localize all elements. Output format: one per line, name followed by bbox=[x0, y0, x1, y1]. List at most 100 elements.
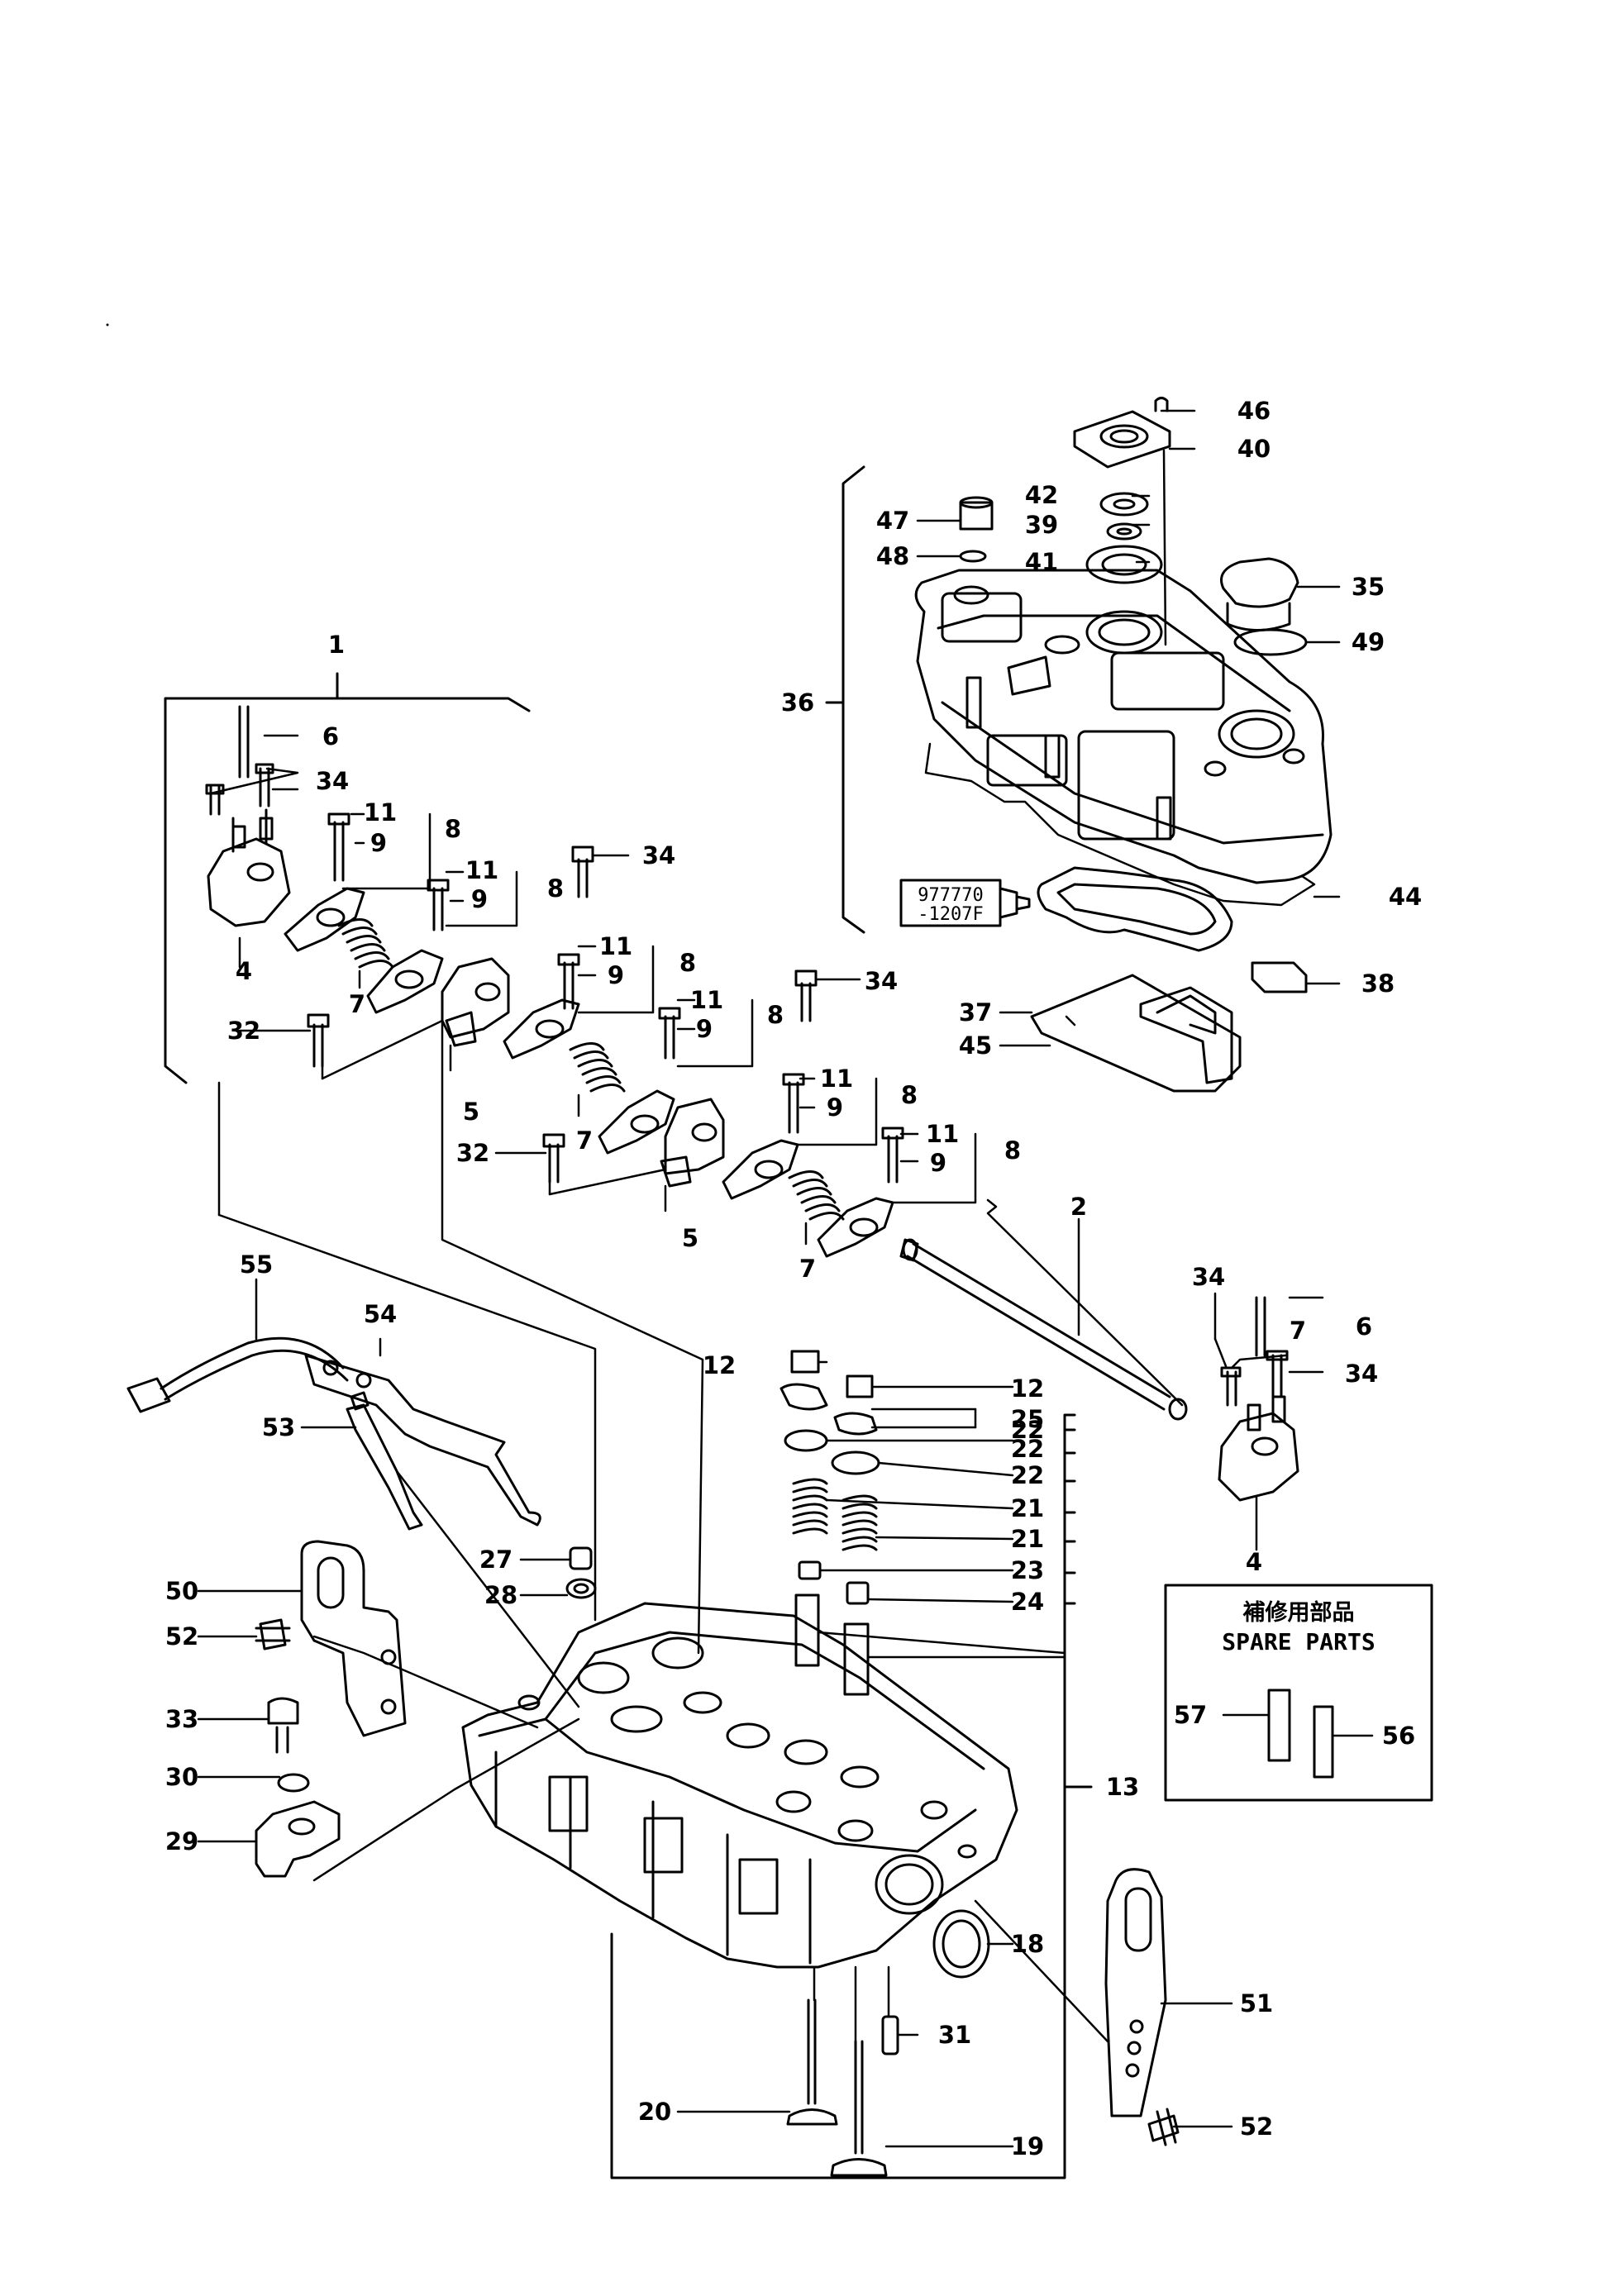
callout-9-a: 9 bbox=[370, 829, 387, 857]
callout-53: 53 bbox=[262, 1413, 295, 1441]
callout-11-e: 11 bbox=[820, 1065, 853, 1093]
support-bolts bbox=[307, 846, 818, 1184]
rocker-supports-5 bbox=[441, 957, 725, 1188]
seal-18 bbox=[932, 1909, 990, 1979]
parts-27-28 bbox=[565, 1546, 597, 1599]
callout-30: 30 bbox=[165, 1763, 198, 1791]
callout-42: 42 bbox=[1025, 481, 1058, 509]
callout-9-b: 9 bbox=[471, 885, 488, 913]
callout-4-right: 4 bbox=[1246, 1548, 1262, 1576]
callout-12-a: 12 bbox=[703, 1351, 736, 1379]
valve-components bbox=[780, 1350, 880, 1696]
callout-9-f: 9 bbox=[930, 1149, 946, 1177]
callout-6-top: 6 bbox=[322, 722, 339, 750]
callout-28: 28 bbox=[484, 1581, 517, 1609]
callout-7-c: 7 bbox=[799, 1255, 816, 1283]
callout-32-b: 32 bbox=[456, 1139, 489, 1167]
part-callouts: 1 2 4 4 5 5 6 6 7 7 7 7 8 8 8 8 8 8 9 9 … bbox=[165, 397, 1422, 2160]
breather-cap-parts bbox=[1073, 397, 1171, 584]
cylinder-head bbox=[461, 1602, 1018, 1969]
rocker-cover-gasket bbox=[924, 742, 1316, 907]
callout-35: 35 bbox=[1352, 573, 1385, 601]
stray-dot bbox=[106, 323, 109, 326]
callout-39: 39 bbox=[1025, 511, 1058, 539]
callout-24: 24 bbox=[1011, 1588, 1044, 1616]
callout-49: 49 bbox=[1352, 628, 1385, 656]
spare-parts-title-en: SPARE PARTS bbox=[1222, 1628, 1375, 1655]
callout-31: 31 bbox=[938, 2021, 971, 2049]
callout-34-d: 34 bbox=[1192, 1263, 1225, 1291]
callout-34-b: 34 bbox=[642, 841, 675, 869]
callout-37: 37 bbox=[959, 998, 992, 1027]
oil-filler-cap bbox=[1220, 557, 1308, 656]
callout-52-b: 52 bbox=[1240, 2113, 1273, 2141]
callout-36: 36 bbox=[781, 688, 814, 717]
dowel-31 bbox=[881, 2015, 899, 2055]
rocker-arms bbox=[284, 887, 894, 1258]
callout-11-a: 11 bbox=[364, 798, 397, 826]
rocker-cover-bracket bbox=[825, 465, 865, 934]
callout-9-e: 9 bbox=[827, 1093, 843, 1122]
callout-9-c: 9 bbox=[608, 961, 624, 989]
callout-29: 29 bbox=[165, 1827, 198, 1855]
callout-8-f: 8 bbox=[1004, 1136, 1021, 1165]
callout-9-d: 9 bbox=[696, 1015, 713, 1043]
callout-51: 51 bbox=[1240, 1989, 1273, 2017]
spare-parts-box bbox=[1164, 1584, 1433, 1802]
rocker-assembly-bracket bbox=[164, 672, 531, 1084]
part-38-rubber bbox=[1251, 961, 1308, 993]
callout-56: 56 bbox=[1382, 1722, 1415, 1750]
rocker-support-4-right bbox=[1218, 1296, 1299, 1502]
rocker-springs bbox=[337, 918, 845, 1221]
sealant-label-line1: 977770 bbox=[918, 885, 983, 906]
callout-8-e: 8 bbox=[901, 1081, 918, 1109]
callout-7-b: 7 bbox=[576, 1127, 593, 1155]
callout-11-f: 11 bbox=[926, 1120, 959, 1148]
callout-8-a: 8 bbox=[445, 815, 461, 843]
callout-4-left: 4 bbox=[236, 957, 252, 985]
hanger-50 bbox=[300, 1540, 407, 1737]
callout-21-b: 21 bbox=[1011, 1525, 1044, 1553]
callout-22-c: 22 bbox=[1011, 1416, 1044, 1444]
valve-bracket bbox=[610, 1413, 1093, 2179]
sealant-label-line2: -1207F bbox=[918, 904, 983, 925]
bolts-52-33 bbox=[255, 1618, 1180, 2146]
callout-34-c: 34 bbox=[865, 967, 898, 995]
callout-34-a: 34 bbox=[316, 767, 349, 795]
spare-part-guides bbox=[1267, 1689, 1334, 1779]
callout-5-left: 5 bbox=[463, 1098, 479, 1126]
breather-plate bbox=[1030, 974, 1242, 1093]
callout-57: 57 bbox=[1174, 1701, 1207, 1729]
callout-22-a: 22 bbox=[1011, 1435, 1044, 1463]
callout-11-c: 11 bbox=[599, 932, 632, 960]
callout-41: 41 bbox=[1025, 548, 1058, 576]
callout-22-b: 22 bbox=[1011, 1461, 1044, 1489]
callout-12-b: 12 bbox=[1011, 1374, 1044, 1403]
callout-20: 20 bbox=[638, 2098, 671, 2126]
valve-stems bbox=[786, 1998, 888, 2177]
rocker-cover bbox=[914, 569, 1333, 884]
callout-32-a: 32 bbox=[227, 1017, 260, 1045]
callout-48: 48 bbox=[876, 542, 909, 570]
callout-23: 23 bbox=[1011, 1556, 1044, 1584]
rocker-shaft bbox=[899, 1238, 1188, 1421]
plug-47 bbox=[959, 496, 994, 563]
callout-46: 46 bbox=[1237, 397, 1271, 425]
callout-1: 1 bbox=[328, 631, 345, 659]
callout-27: 27 bbox=[479, 1546, 513, 1574]
spare-parts-title: 補修用部品 SPARE PARTS bbox=[1222, 1599, 1375, 1655]
leader-lines bbox=[197, 409, 1374, 2148]
sealant-tube bbox=[899, 879, 1031, 927]
callout-34-e: 34 bbox=[1345, 1360, 1378, 1388]
callout-47: 47 bbox=[876, 507, 909, 535]
callout-7-a: 7 bbox=[349, 990, 365, 1018]
callout-8-c: 8 bbox=[679, 949, 696, 977]
callout-45: 45 bbox=[959, 1031, 992, 1060]
callout-21-a: 21 bbox=[1011, 1494, 1044, 1522]
callout-13: 13 bbox=[1106, 1773, 1139, 1801]
callout-8-d: 8 bbox=[767, 1001, 784, 1029]
callout-8-b: 8 bbox=[547, 874, 564, 903]
callout-40: 40 bbox=[1237, 435, 1271, 463]
